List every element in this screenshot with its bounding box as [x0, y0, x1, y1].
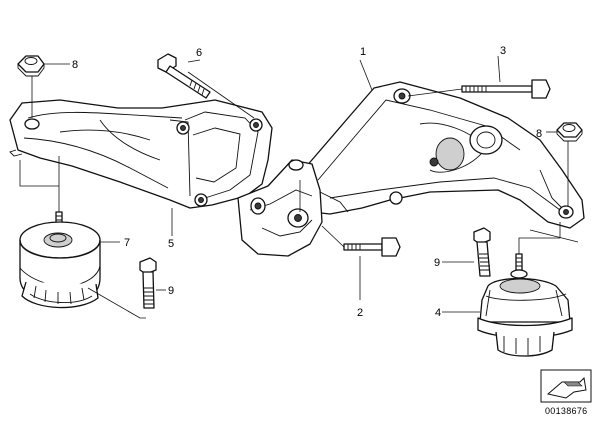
- callout-5: 5: [168, 238, 174, 250]
- nut-8-left: [17, 55, 45, 77]
- leader-lines: [19, 55, 579, 319]
- bolt-2: [343, 237, 401, 257]
- callout-8-right: 8: [536, 128, 542, 140]
- callout-9-right: 9: [434, 257, 440, 269]
- callout-8-left: 8: [72, 59, 78, 71]
- callout-9-left: 9: [168, 285, 174, 297]
- nut-8-right: [556, 122, 583, 142]
- engine-mount-left: [19, 211, 101, 309]
- callout-7: 7: [124, 237, 130, 249]
- bolt-9-right: [473, 227, 491, 277]
- left-support-bracket: [9, 99, 273, 209]
- callout-numbers: 1 2 3 4 5 6 7 8 8 9 9: [72, 45, 542, 319]
- bolt-3: [461, 79, 551, 99]
- callout-2: 2: [357, 307, 363, 319]
- bolt-9-left: [139, 257, 157, 309]
- engine-mount-right: [477, 253, 573, 357]
- bolt-6: [157, 53, 211, 99]
- callout-1: 1: [360, 46, 366, 58]
- callout-6: 6: [196, 47, 202, 59]
- callout-4: 4: [435, 307, 441, 319]
- page-corner-icon: [540, 369, 592, 403]
- right-support-bracket: [237, 81, 585, 257]
- document-number: 00138676: [545, 406, 587, 416]
- callout-3: 3: [500, 45, 506, 57]
